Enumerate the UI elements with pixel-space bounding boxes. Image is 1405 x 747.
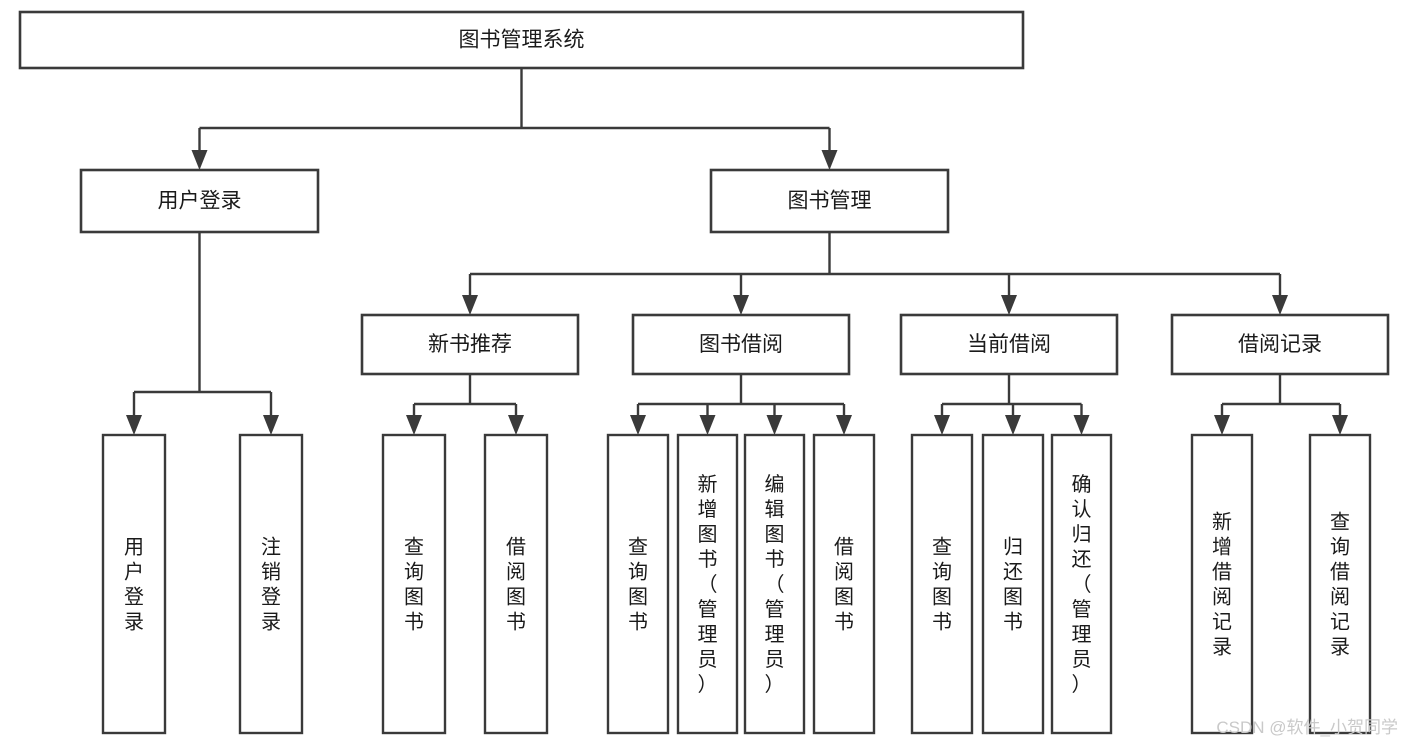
csdn-watermark: CSDN @软件_小贺同学 xyxy=(1216,718,1398,737)
node-label: 图书管理 xyxy=(788,190,872,213)
node-box xyxy=(1190,433,1254,735)
connector-group-借阅记录 xyxy=(1214,374,1348,435)
arrow-head-icon xyxy=(126,415,142,435)
node-box xyxy=(743,433,806,735)
node-label: 图书管理系统 xyxy=(459,29,585,52)
node-label: 图书借阅 xyxy=(699,333,783,356)
node-label: 新书推荐 xyxy=(428,333,512,356)
node-box xyxy=(631,313,851,376)
node-图书管理系统[interactable]: 图书管理系统 xyxy=(18,10,1025,70)
arrow-head-icon xyxy=(1214,415,1230,435)
node-图书借阅[interactable]: 图书借阅 xyxy=(631,313,851,376)
arrow-head-icon xyxy=(1005,415,1021,435)
node-label: 新增图书（管理员） xyxy=(698,473,718,696)
arrow-head-icon xyxy=(508,415,524,435)
arrow-head-icon xyxy=(630,415,646,435)
node-box xyxy=(1050,433,1113,735)
node-box xyxy=(381,433,447,735)
node-确认归还管理员[interactable]: 确认归还（管理员） xyxy=(1050,433,1113,735)
arrow-head-icon xyxy=(766,415,783,435)
node-label: 新增借阅记录 xyxy=(1212,511,1232,659)
node-新增借阅记录[interactable]: 新增借阅记录 xyxy=(1190,433,1254,735)
node-借阅记录[interactable]: 借阅记录 xyxy=(1170,313,1390,376)
arrow-head-icon xyxy=(699,415,716,435)
node-box xyxy=(812,433,876,735)
node-label: 查询图书 xyxy=(628,536,648,634)
node-box xyxy=(910,433,974,735)
node-box xyxy=(1170,313,1390,376)
node-label: 查询借阅记录 xyxy=(1330,511,1350,659)
node-box xyxy=(101,433,167,735)
node-label: 借阅记录 xyxy=(1238,333,1322,356)
arrow-head-icon xyxy=(191,150,208,170)
node-box xyxy=(18,10,1025,70)
node-查询图书[interactable]: 查询图书 xyxy=(381,433,447,735)
node-查询图书[interactable]: 查询图书 xyxy=(910,433,974,735)
node-box xyxy=(676,433,739,735)
node-label: 当前借阅 xyxy=(967,333,1051,356)
node-label: 确认归还（管理员） xyxy=(1072,473,1092,696)
node-label: 借阅图书 xyxy=(834,536,854,634)
node-label: 注销登录 xyxy=(261,536,281,634)
node-借阅图书[interactable]: 借阅图书 xyxy=(483,433,549,735)
connector-group-图书管理系统 xyxy=(191,68,838,170)
node-用户登录[interactable]: 用户登录 xyxy=(79,168,320,234)
arrow-head-icon xyxy=(733,295,749,315)
node-label: 编辑图书（管理员） xyxy=(765,473,785,696)
node-box xyxy=(709,168,950,234)
node-label: 归还图书 xyxy=(1003,536,1023,634)
node-box xyxy=(899,313,1119,376)
node-box xyxy=(238,433,304,735)
node-注销登录[interactable]: 注销登录 xyxy=(238,433,304,735)
node-label: 用户登录 xyxy=(158,190,242,213)
connector-layer xyxy=(126,68,1348,435)
arrow-head-icon xyxy=(1001,295,1017,315)
arrow-head-icon xyxy=(836,415,852,435)
node-box xyxy=(79,168,320,234)
node-查询图书[interactable]: 查询图书 xyxy=(606,433,670,735)
node-box xyxy=(606,433,670,735)
arrow-head-icon xyxy=(1073,415,1090,435)
node-layer: 图书管理系统用户登录图书管理新书推荐图书借阅当前借阅借阅记录用户登录注销登录查询… xyxy=(18,10,1390,735)
arrow-head-icon xyxy=(1332,415,1348,435)
arrow-head-icon xyxy=(934,415,950,435)
node-图书管理[interactable]: 图书管理 xyxy=(709,168,950,234)
node-label: 借阅图书 xyxy=(506,536,526,634)
node-box xyxy=(981,433,1045,735)
node-box xyxy=(483,433,549,735)
node-借阅图书[interactable]: 借阅图书 xyxy=(812,433,876,735)
node-编辑图书管理员[interactable]: 编辑图书（管理员） xyxy=(743,433,806,735)
arrow-head-icon xyxy=(263,415,279,435)
node-新书推荐[interactable]: 新书推荐 xyxy=(360,313,580,376)
node-box xyxy=(1308,433,1372,735)
node-归还图书[interactable]: 归还图书 xyxy=(981,433,1045,735)
node-新增图书管理员[interactable]: 新增图书（管理员） xyxy=(676,433,739,735)
arrow-head-icon xyxy=(821,150,838,170)
arrow-head-icon xyxy=(1272,295,1288,315)
connector-group-图书借阅 xyxy=(630,374,852,435)
node-当前借阅[interactable]: 当前借阅 xyxy=(899,313,1119,376)
node-box xyxy=(360,313,580,376)
node-用户登录[interactable]: 用户登录 xyxy=(101,433,167,735)
node-label: 用户登录 xyxy=(124,537,144,634)
arrow-head-icon xyxy=(462,295,478,315)
node-label: 查询图书 xyxy=(932,536,952,634)
connector-group-图书管理 xyxy=(462,232,1288,315)
connector-group-新书推荐 xyxy=(406,374,524,435)
arrow-head-icon xyxy=(406,415,422,435)
node-label: 查询图书 xyxy=(404,536,424,634)
connector-group-用户登录 xyxy=(126,232,279,435)
node-查询借阅记录[interactable]: 查询借阅记录 xyxy=(1308,433,1372,735)
connector-group-当前借阅 xyxy=(934,374,1090,435)
